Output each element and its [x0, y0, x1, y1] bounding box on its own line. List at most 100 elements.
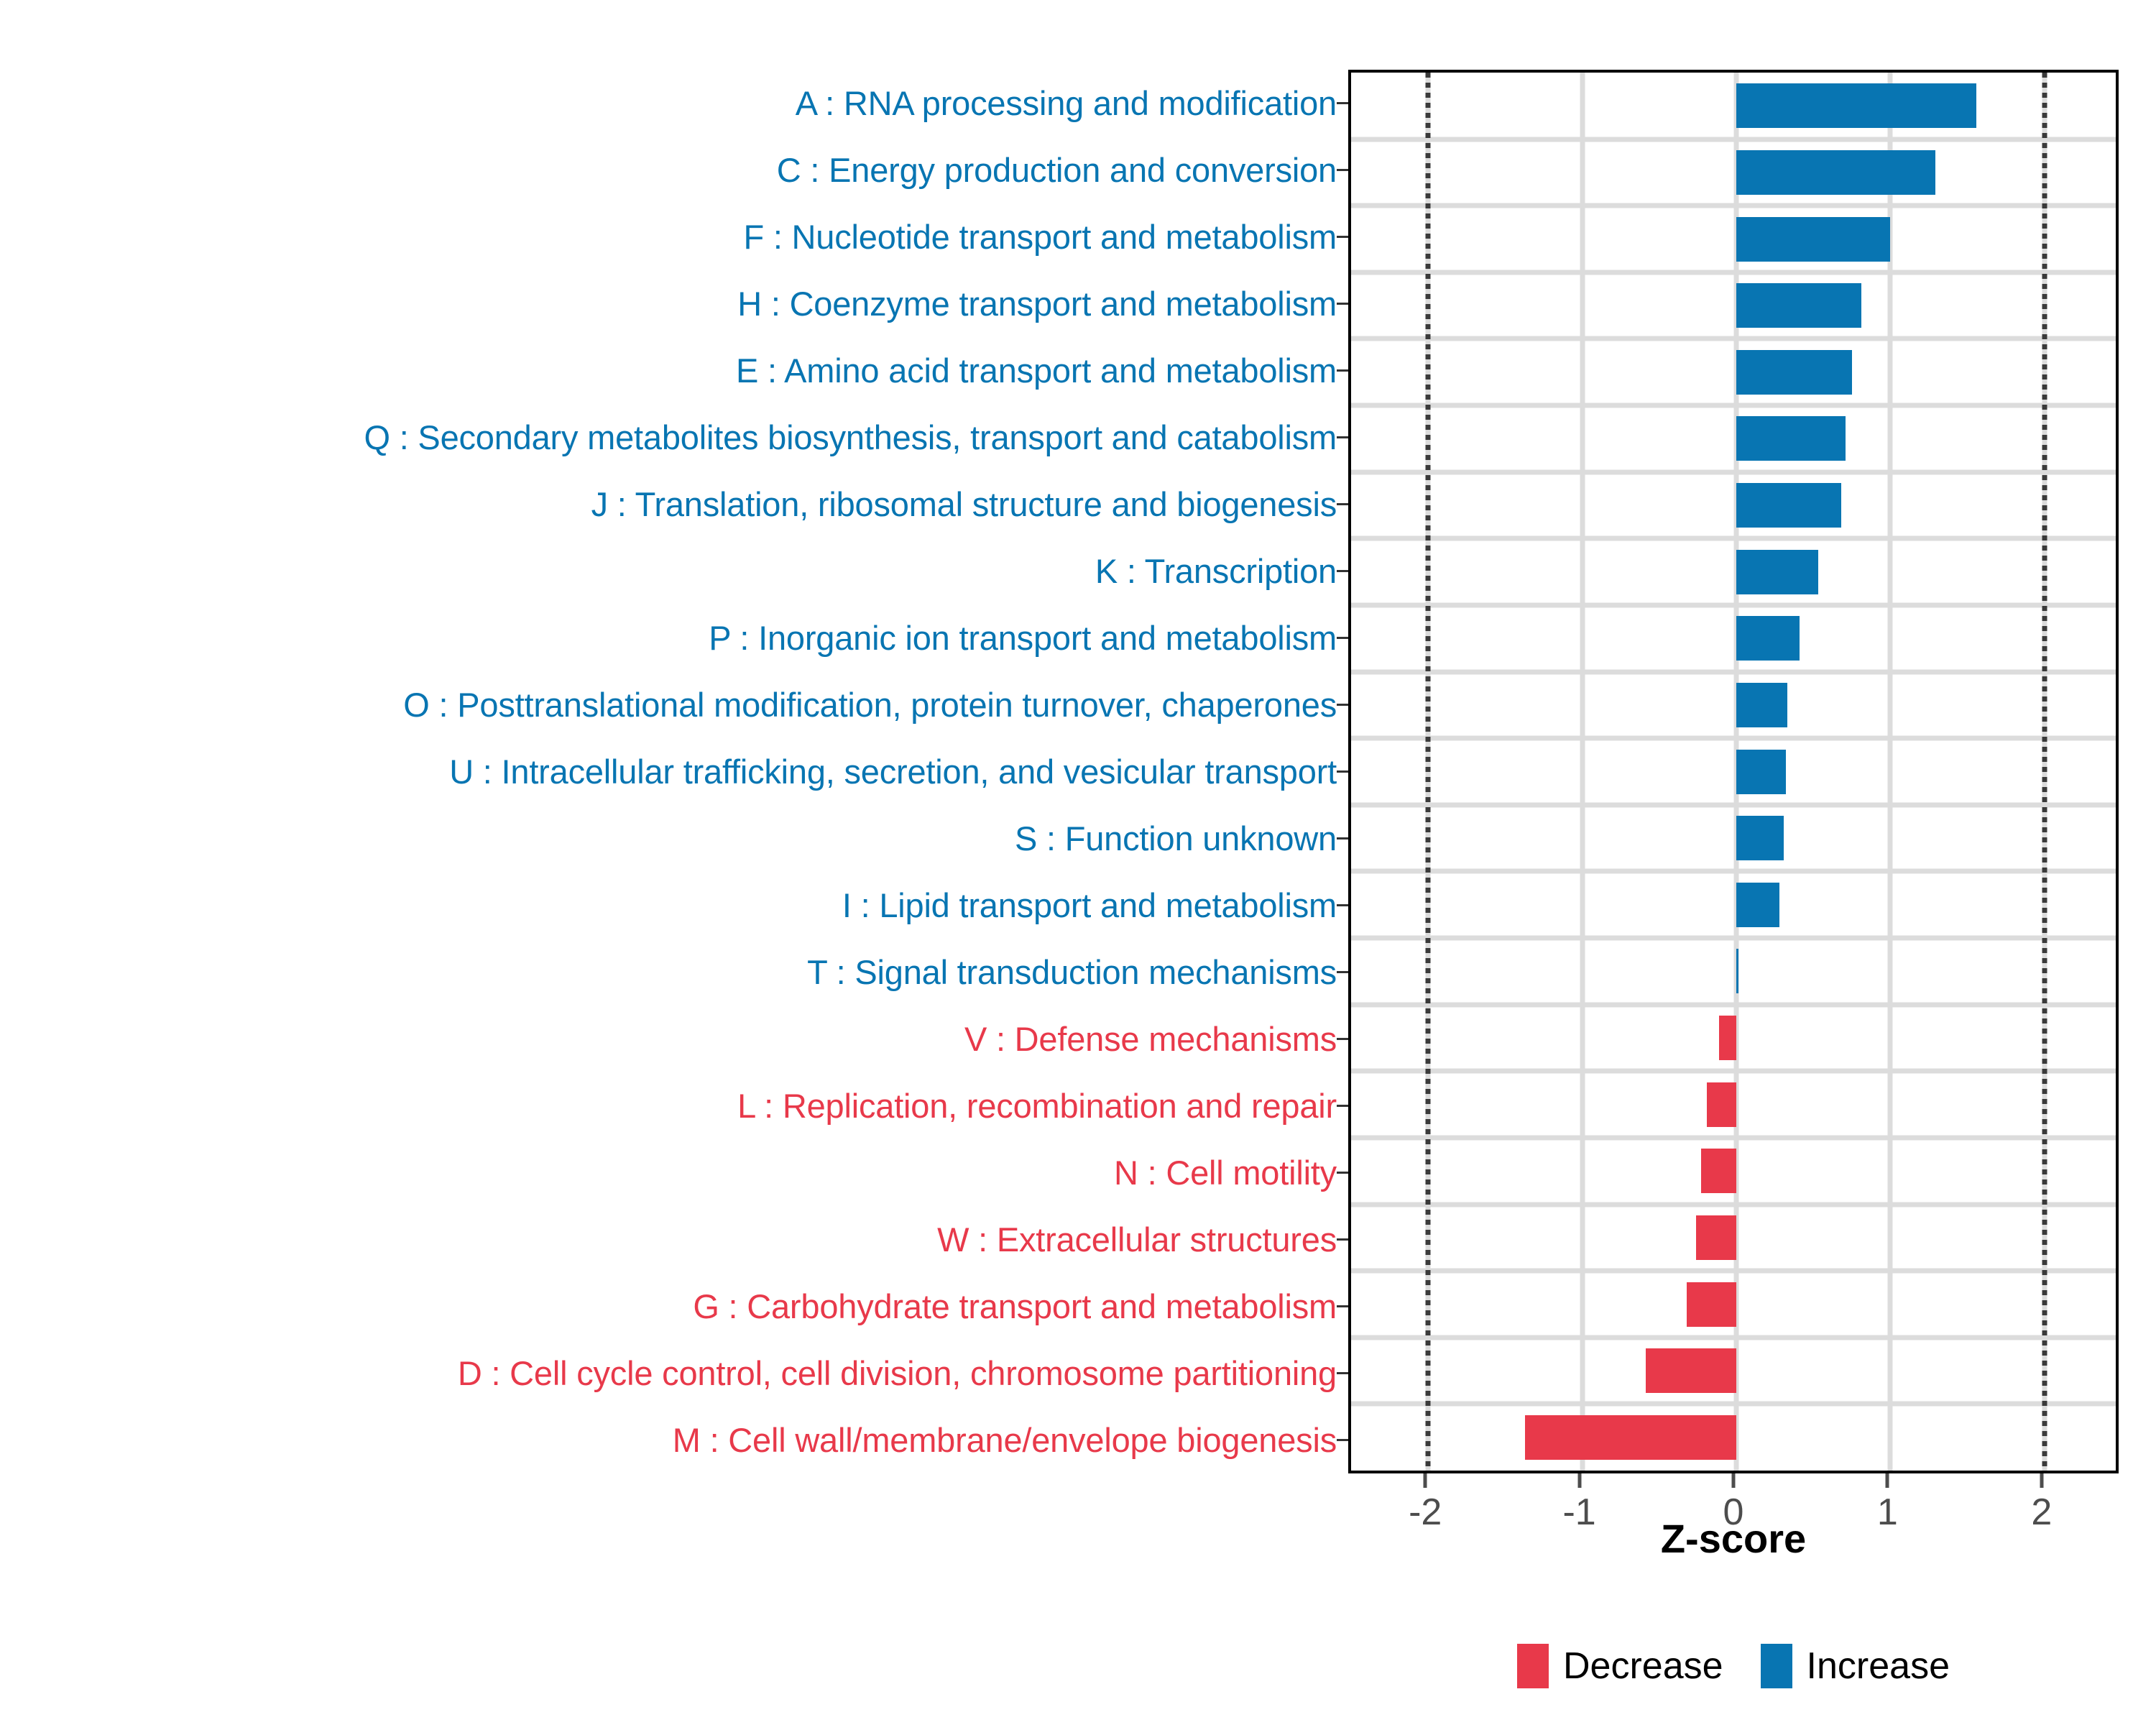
- x-axis-tick-label: 1: [1876, 1491, 1898, 1533]
- category-label-row: K : Transcription: [0, 538, 1348, 604]
- bar-row: [1351, 1338, 2116, 1404]
- y-axis-tick-mark: [1337, 102, 1348, 104]
- x-axis-title: Z-score: [1660, 1516, 1807, 1561]
- horizontal-gridline: [1351, 1135, 2116, 1141]
- vertical-gridline: [1580, 73, 1585, 1471]
- category-label: C : Energy production and conversion: [776, 151, 1337, 189]
- horizontal-gridline: [1351, 1002, 2116, 1008]
- category-label-row: C : Energy production and conversion: [0, 137, 1348, 203]
- y-axis-tick-mark: [1337, 303, 1348, 305]
- category-label: V : Defense mechanisms: [964, 1020, 1337, 1058]
- bar-row: [1351, 139, 2116, 206]
- x-axis-tick-mark: [1423, 1473, 1427, 1488]
- legend-label: Decrease: [1562, 1645, 1723, 1687]
- bar-row: [1351, 672, 2116, 739]
- category-label-row: N : Cell motility: [0, 1139, 1348, 1206]
- category-label: S : Function unknown: [1015, 819, 1337, 857]
- bar: [1719, 1016, 1736, 1061]
- category-label: Q : Secondary metabolites biosynthesis, …: [364, 418, 1337, 456]
- category-label: L : Replication, recombination and repai…: [737, 1087, 1337, 1125]
- category-label-row: I : Lipid transport and metabolism: [0, 872, 1348, 939]
- y-axis-tick-mark: [1337, 971, 1348, 973]
- y-axis-tick-mark: [1337, 770, 1348, 773]
- horizontal-gridline: [1351, 1401, 2116, 1407]
- category-label-row: D : Cell cycle control, cell division, c…: [0, 1340, 1348, 1407]
- x-axis-tick-mark: [1577, 1473, 1582, 1488]
- vertical-gridline: [1887, 73, 1893, 1471]
- category-label: H : Coenzyme transport and metabolism: [737, 285, 1337, 323]
- reference-line: [2042, 73, 2047, 1471]
- category-label: I : Lipid transport and metabolism: [842, 886, 1337, 924]
- bar-row: [1351, 1205, 2116, 1271]
- legend-item[interactable]: Increase: [1760, 1644, 1950, 1688]
- category-label-row: H : Coenzyme transport and metabolism: [0, 270, 1348, 337]
- x-axis-tick-mark: [2040, 1473, 2044, 1488]
- category-label-row: S : Function unknown: [0, 805, 1348, 872]
- bar: [1736, 216, 1891, 262]
- category-label-row: W : Extracellular structures: [0, 1206, 1348, 1273]
- bar-row: [1351, 73, 2116, 139]
- x-axis-tick-label: -2: [1409, 1491, 1442, 1533]
- bar: [1645, 1348, 1736, 1394]
- bar-row: [1351, 805, 2116, 872]
- category-label: F : Nucleotide transport and metabolism: [743, 218, 1337, 256]
- x-axis-tick-label: 0: [1723, 1491, 1744, 1533]
- category-label: T : Signal transduction mechanisms: [807, 953, 1337, 991]
- bar: [1736, 749, 1786, 794]
- bar: [1700, 1149, 1736, 1194]
- category-label: E : Amino acid transport and metabolism: [736, 351, 1337, 390]
- category-label: J : Translation, ribosomal structure and…: [591, 485, 1337, 523]
- bar-row: [1351, 1005, 2116, 1072]
- category-label: P : Inorganic ion transport and metaboli…: [709, 619, 1337, 657]
- category-label: D : Cell cycle control, cell division, c…: [457, 1354, 1337, 1392]
- category-label-row: T : Signal transduction mechanisms: [0, 939, 1348, 1006]
- x-axis-tick-label: -1: [1562, 1491, 1596, 1533]
- bar-row: [1351, 1138, 2116, 1205]
- horizontal-gridline: [1351, 735, 2116, 741]
- bar: [1736, 682, 1787, 727]
- bar-row: [1351, 1404, 2116, 1471]
- plot-panel: [1348, 70, 2119, 1473]
- plot-area: [1351, 73, 2116, 1471]
- horizontal-gridline: [1351, 270, 2116, 275]
- category-label: A : RNA processing and modification: [795, 84, 1337, 122]
- x-axis-tick-mark: [1885, 1473, 1889, 1488]
- category-label-row: M : Cell wall/membrane/envelope biogenes…: [0, 1407, 1348, 1473]
- bar: [1736, 549, 1818, 594]
- x-axis: -2 -1 0 1 2: [1348, 1473, 2119, 1567]
- legend-item[interactable]: Decrease: [1516, 1644, 1723, 1688]
- bar: [1736, 949, 1738, 994]
- y-axis-tick-mark: [1337, 1105, 1348, 1107]
- category-label: G : Carbohydrate transport and metabolis…: [693, 1287, 1337, 1325]
- bar-row: [1351, 272, 2116, 339]
- horizontal-gridline: [1351, 336, 2116, 341]
- bar-series: [1351, 73, 2116, 1471]
- bar-row: [1351, 405, 2116, 472]
- y-axis-tick-mark: [1337, 169, 1348, 171]
- bar: [1736, 349, 1852, 395]
- bar: [1707, 1082, 1736, 1127]
- bar: [1736, 283, 1861, 328]
- category-label-row: U : Intracellular trafficking, secretion…: [0, 738, 1348, 805]
- bar-row: [1351, 605, 2116, 672]
- bar: [1736, 616, 1800, 661]
- y-axis-tick-mark: [1337, 1372, 1348, 1374]
- y-axis-tick-mark: [1337, 1238, 1348, 1241]
- category-label-row: Q : Secondary metabolites biosynthesis, …: [0, 404, 1348, 471]
- reference-line: [1425, 73, 1431, 1471]
- bar-row: [1351, 538, 2116, 605]
- y-axis-tick-mark: [1337, 570, 1348, 572]
- category-label-row: J : Translation, ribosomal structure and…: [0, 471, 1348, 538]
- category-label-axis: A : RNA processing and modification C : E…: [0, 70, 1348, 1473]
- legend: Decrease Increase: [1348, 1630, 2119, 1702]
- x-axis-tick-label: 2: [2031, 1491, 2053, 1533]
- category-label: K : Transcription: [1095, 552, 1337, 590]
- category-label: W : Extracellular structures: [937, 1220, 1337, 1259]
- category-label-row: O : Posttranslational modification, prot…: [0, 671, 1348, 738]
- category-label: O : Posttranslational modification, prot…: [403, 686, 1337, 724]
- bar: [1736, 816, 1784, 861]
- bar: [1736, 483, 1841, 528]
- y-axis-tick-mark: [1337, 637, 1348, 639]
- y-axis-tick-mark: [1337, 1305, 1348, 1307]
- horizontal-gridline: [1351, 469, 2116, 475]
